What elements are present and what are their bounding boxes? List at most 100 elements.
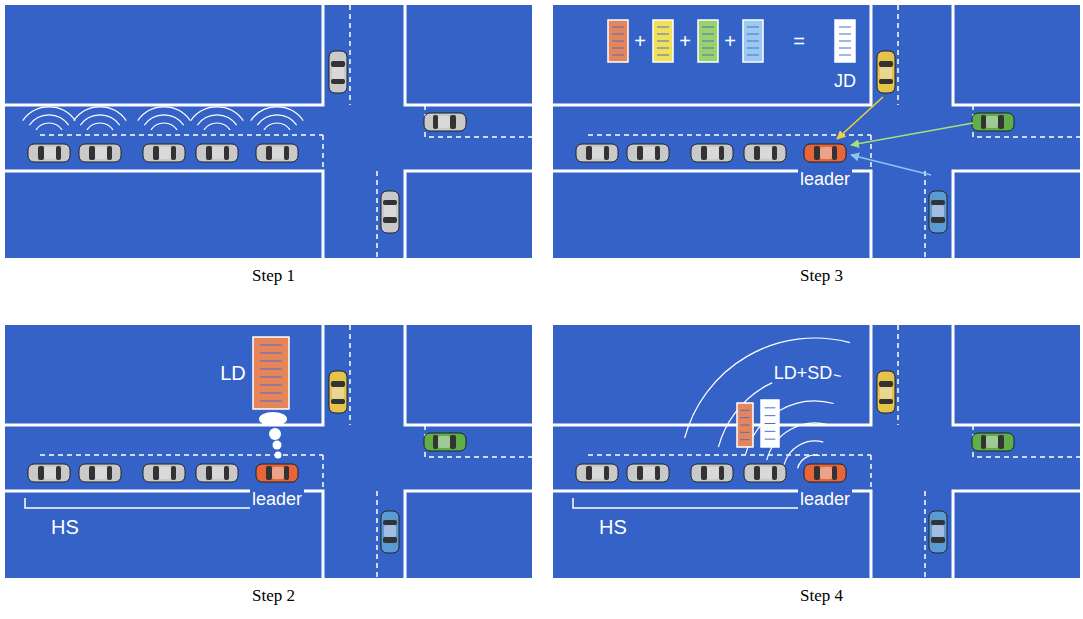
road-panel: [5, 325, 532, 578]
signal-wave: [87, 123, 113, 130]
label: HS: [597, 516, 629, 539]
road-layout: [5, 5, 532, 258]
document-line: [612, 48, 624, 49]
document-icon: [737, 403, 753, 447]
step-caption: Step 4: [553, 586, 1083, 606]
document-line: [260, 385, 282, 386]
signal-wave: [798, 455, 820, 468]
signal-wave: [197, 115, 236, 125]
document-line: [612, 41, 624, 42]
label: leader: [798, 489, 852, 510]
label: HS: [49, 516, 81, 539]
document-line: [657, 55, 669, 56]
document-line: [612, 27, 624, 28]
signal-wave: [144, 115, 183, 125]
document-line: [260, 353, 282, 354]
road-layout: [553, 5, 1080, 258]
document-line: [740, 439, 750, 440]
car: [744, 464, 786, 482]
car: [744, 144, 786, 162]
car: [424, 433, 466, 451]
signal-wave: [718, 373, 841, 447]
signal-wave: [29, 115, 68, 125]
road-panel: [553, 325, 1080, 578]
car: [381, 191, 399, 233]
document-line: [702, 27, 714, 28]
car: [804, 144, 846, 162]
signal-wave: [257, 115, 296, 125]
signal-wave: [138, 107, 190, 121]
document-line: [702, 34, 714, 35]
thought-bubble: [275, 452, 282, 459]
car: [576, 144, 618, 162]
label: leader: [250, 489, 304, 510]
signal-wave: [264, 123, 290, 130]
signal-wave: [746, 401, 834, 454]
car: [196, 144, 238, 162]
document-line: [657, 41, 669, 42]
document-line: [747, 41, 759, 42]
car: [877, 371, 895, 413]
car: [256, 144, 298, 162]
document-line: [740, 417, 750, 418]
road-panel: [553, 5, 1080, 258]
document-line: [765, 431, 776, 432]
document-line: [702, 55, 714, 56]
document-line: [839, 27, 851, 28]
document-line: [765, 439, 776, 440]
car: [79, 144, 121, 162]
message-arrow: [851, 123, 973, 145]
car: [381, 511, 399, 553]
step-panel: Step 1: [5, 5, 542, 288]
step-panel: Step 2: [5, 325, 542, 608]
car: [972, 113, 1014, 131]
car: [627, 144, 669, 162]
car: [691, 144, 733, 162]
thought-bubble: [273, 441, 282, 450]
car: [576, 464, 618, 482]
document-line: [765, 407, 776, 408]
document-line: [657, 34, 669, 35]
document-line: [747, 55, 759, 56]
car: [329, 51, 347, 93]
car: [329, 371, 347, 413]
document-line: [260, 393, 282, 394]
document-line: [260, 369, 282, 370]
document-icon: [608, 20, 628, 62]
message-arrow: [837, 97, 883, 139]
document-line: [260, 345, 282, 346]
document-line: [260, 377, 282, 378]
car: [804, 464, 846, 482]
car: [877, 51, 895, 93]
step-caption: Step 3: [553, 266, 1083, 286]
document-icon: [653, 20, 673, 62]
document-line: [747, 27, 759, 28]
document-line: [747, 48, 759, 49]
car: [143, 464, 185, 482]
document-line: [839, 48, 851, 49]
road-panels: [5, 5, 1080, 578]
car: [28, 464, 70, 482]
car: [143, 144, 185, 162]
label: LD: [218, 362, 248, 385]
car: [929, 191, 947, 233]
road-layout: [553, 325, 1080, 578]
signal-wave: [191, 107, 243, 121]
car: [79, 464, 121, 482]
car: [196, 464, 238, 482]
document-icon: [698, 20, 718, 62]
document-line: [740, 410, 750, 411]
signal-wave: [685, 338, 850, 438]
document-line: [839, 55, 851, 56]
label: +: [677, 30, 693, 53]
document-line: [740, 432, 750, 433]
signal-wave: [784, 441, 823, 465]
road-panel: [5, 5, 532, 258]
document-line: [260, 401, 282, 402]
document-line: [612, 55, 624, 56]
document-line: [740, 425, 750, 426]
document-line: [702, 48, 714, 49]
document-icon: [761, 400, 779, 447]
road-layout: [5, 325, 532, 578]
